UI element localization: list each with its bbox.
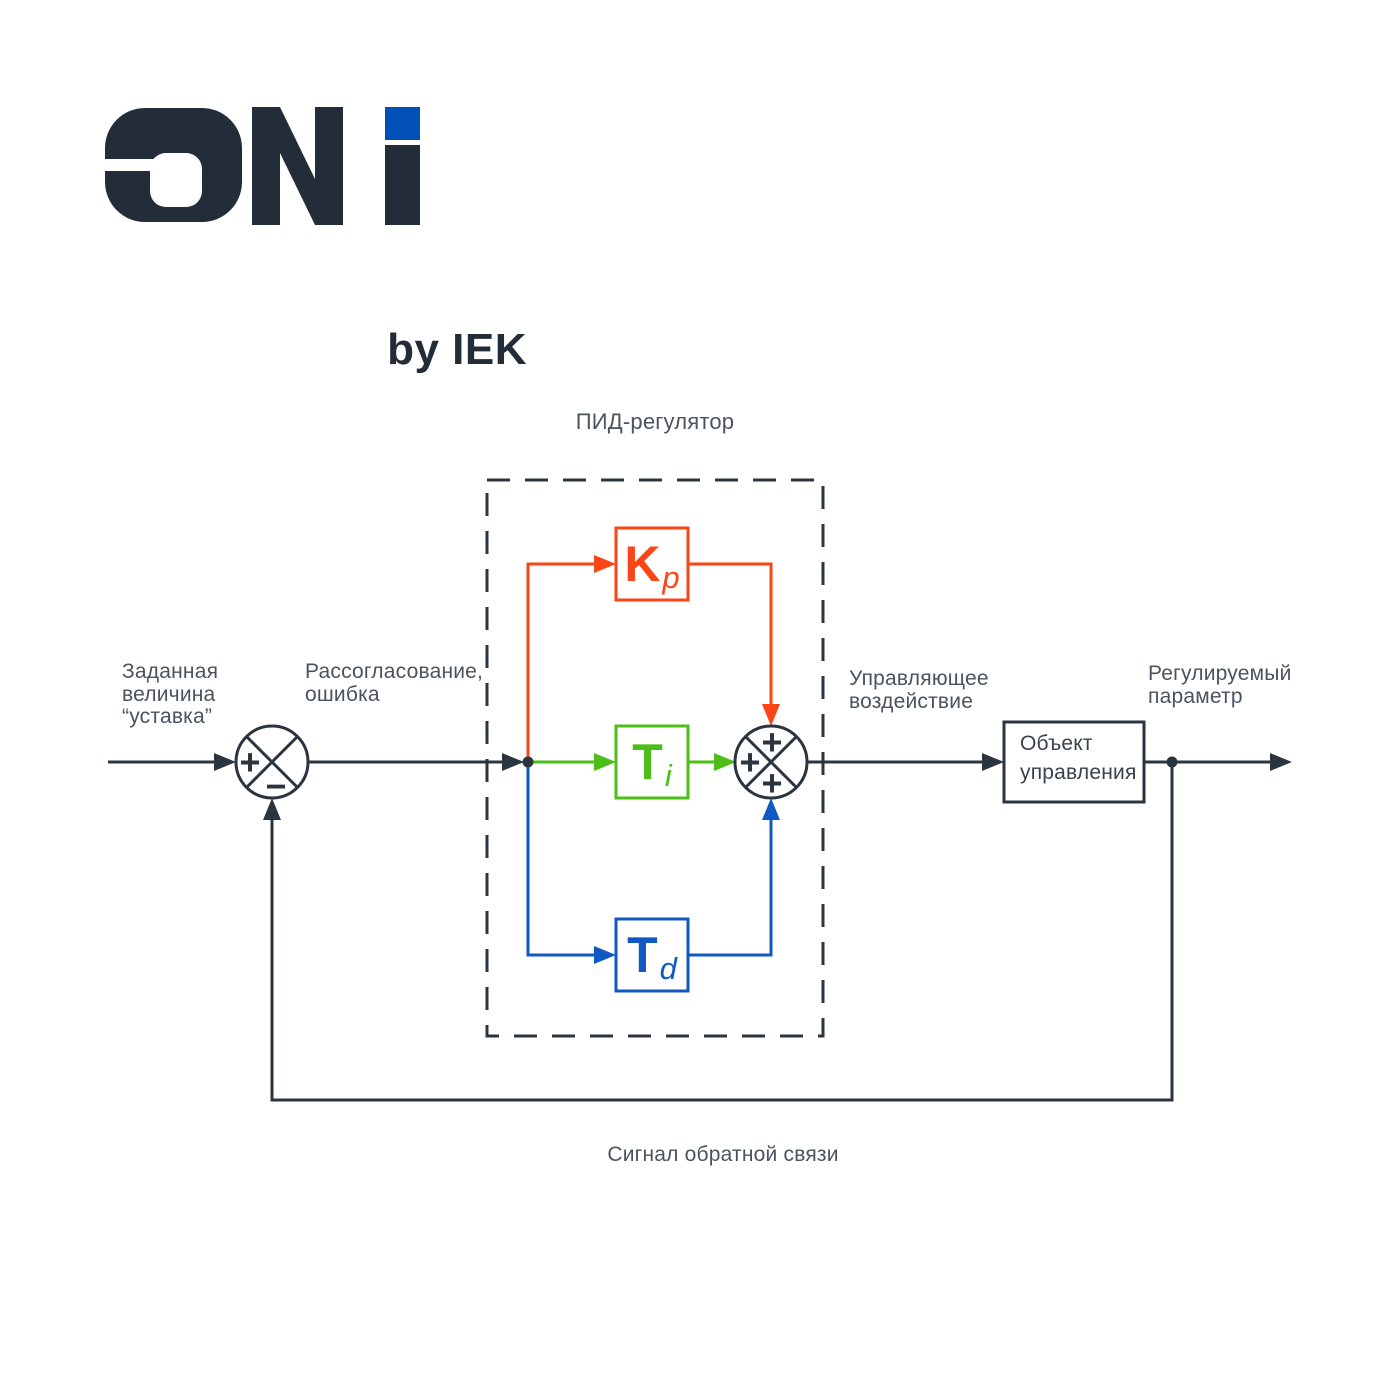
sum-junction-1: + − (234, 724, 310, 807)
kp-in-arrowhead-icon (594, 555, 616, 573)
kp-out-arrowhead-icon (762, 704, 780, 726)
logo-letter-n (252, 107, 343, 225)
td-block-box (614, 917, 690, 993)
sum1-plus-sign: + (239, 742, 260, 783)
ti-in-arrowhead-icon (594, 753, 616, 771)
kp-subscript: p (662, 559, 680, 595)
sum2-cross-icon (744, 735, 798, 789)
plant-block-label: Объект управления (1020, 732, 1137, 784)
logo-byline: by IEK (387, 325, 527, 374)
sum-junction-2: + + + (733, 722, 809, 804)
pid-dashed-boundary (485, 478, 825, 1038)
feedback-path (270, 762, 1174, 1102)
logo-letter-i (385, 107, 420, 225)
sum1-cross-icon (245, 735, 299, 789)
feedback-signal-label: Сигнал обратной связи (607, 1143, 839, 1166)
td-main-letter: T (627, 927, 658, 983)
derivative-branch-path (526, 764, 773, 957)
control-action-label: Управляющее воздействие (849, 667, 989, 713)
input-signal-path (108, 753, 236, 771)
logo-i-dot-square (385, 107, 420, 140)
oni-logo: ONi by IEK (105, 95, 527, 374)
branch-node-dot (522, 756, 534, 768)
input-arrowhead-icon (214, 753, 236, 771)
pid-title-label: ПИД-регулятор (575, 409, 735, 434)
sum2-plus-bottom-sign: + (761, 763, 782, 804)
td-out-arrowhead-icon (762, 798, 780, 820)
proportional-branch-path (526, 562, 773, 760)
output-signal-path (1144, 753, 1292, 771)
ti-out-arrowhead-icon (714, 753, 736, 771)
kp-main-letter: K (624, 536, 661, 592)
setpoint-label: Заданная величина “уставка” (122, 660, 219, 728)
ti-subscript: i (664, 757, 672, 793)
control-signal-path (807, 753, 1004, 771)
ti-block-box (614, 724, 690, 800)
error-label: Рассогласование, ошибка (305, 660, 484, 706)
td-subscript: d (659, 950, 677, 986)
error-arrowhead-icon (502, 753, 524, 771)
td-in-arrowhead-icon (594, 946, 616, 964)
sum2-plus-left-sign: + (739, 742, 760, 783)
kp-block-box (614, 526, 690, 602)
logo-letter-o (105, 108, 242, 222)
controlled-param-label: Регулируемый параметр (1148, 662, 1292, 708)
sum2-plus-top-sign: + (761, 722, 782, 763)
output-arrowhead-icon (1270, 753, 1292, 771)
error-signal-path (308, 753, 524, 771)
feedback-arrowhead-icon (263, 798, 281, 820)
sum1-minus-sign: − (265, 766, 286, 807)
ti-main-letter: T (632, 734, 663, 790)
oni-wordmark-icon (105, 107, 420, 225)
output-branch-dot (1166, 756, 1178, 768)
plant-block-box (1002, 720, 1146, 804)
plant-in-arrowhead-icon (982, 753, 1004, 771)
